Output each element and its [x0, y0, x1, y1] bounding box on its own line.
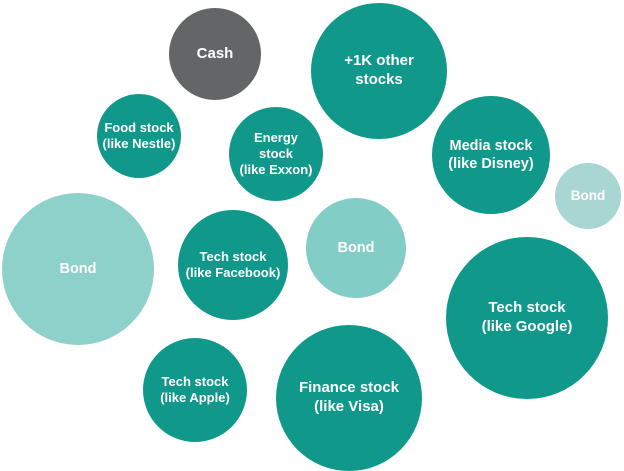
bubble-label-line: (like Nestle)	[102, 136, 176, 151]
bubble-label-line: Tech stock	[199, 248, 267, 264]
bubble-label-line: Bond	[59, 260, 97, 277]
bubble-label-line: +1K other	[344, 52, 414, 70]
bubble-label-line: (like Exxon)	[239, 162, 313, 178]
bubble-label-line: stocks	[355, 71, 403, 88]
bubble-label-bond-small: Bond	[555, 188, 621, 205]
bubble-label-line: (like Google)	[481, 318, 573, 335]
bubble-label-media-stock: Media stock (like Disney)	[432, 137, 550, 173]
bubble-label-tech-google: Tech stock(like Google)	[446, 299, 608, 337]
bubble-bond-medium: Bond	[306, 198, 406, 298]
bubble-bond-large: Bond	[2, 193, 154, 345]
bubble-label-cash: Cash	[169, 45, 261, 64]
bubble-cash: Cash	[169, 8, 261, 100]
bubble-label-bond-large: Bond	[2, 260, 154, 278]
bubble-label-line: Media stock	[449, 137, 533, 154]
bubble-label-line: Bond	[337, 239, 375, 256]
bubble-label-line: Tech stock	[161, 373, 229, 389]
bubble-label-tech-apple: Tech stock(like Apple)	[143, 374, 247, 407]
bubble-tech-facebook: Tech stock(like Facebook)	[178, 210, 288, 320]
bubble-finance-visa: Finance stock(like Visa)	[276, 325, 422, 471]
bubble-bond-small: Bond	[555, 163, 621, 229]
bubble-label-line: stock	[259, 145, 293, 161]
bubble-label-line: Food stock	[104, 119, 174, 135]
bubble-label-bond-medium: Bond	[306, 239, 406, 257]
bubble-media-stock: Media stock (like Disney)	[432, 96, 550, 214]
bubble-tech-apple: Tech stock(like Apple)	[143, 338, 247, 442]
bubble-label-tech-facebook: Tech stock(like Facebook)	[178, 249, 288, 282]
bubble-label-line: Bond	[570, 187, 606, 203]
bubble-label-food-stock: Food stock(like Nestle)	[97, 120, 181, 153]
bubble-label-line: (like Facebook)	[185, 265, 281, 280]
bubble-label-line: (like Apple)	[160, 390, 230, 405]
bubble-label-line: Energy	[253, 129, 299, 145]
bubble-label-line: (like Disney)	[448, 156, 534, 172]
bubble-label-line: Tech stock	[488, 299, 566, 317]
bubble-label-line: (like Visa)	[314, 398, 384, 415]
bubble-food-stock: Food stock(like Nestle)	[97, 94, 181, 178]
bubble-label-finance-visa: Finance stock(like Visa)	[276, 379, 422, 417]
bubble-tech-google: Tech stock(like Google)	[446, 237, 608, 399]
bubble-label-line: Cash	[196, 44, 234, 62]
bubble-label-line: Finance stock	[298, 379, 400, 397]
